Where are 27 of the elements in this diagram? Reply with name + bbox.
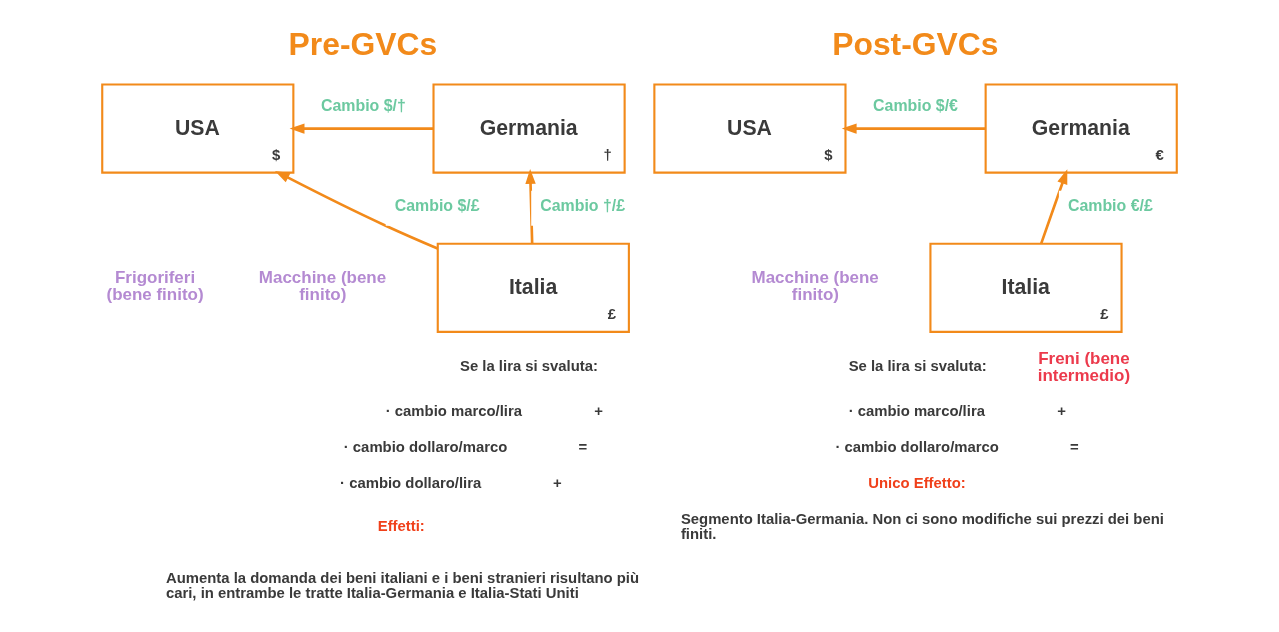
edge-label: Cambio †/£ (540, 197, 626, 215)
label: + (552, 475, 562, 492)
label: · cambio dollaro/marco (343, 439, 508, 456)
label: Segmento Italia-Germania. Non ci sono modifiche sui prezzi dei beni finiti. (680, 511, 1164, 543)
label: Frigoriferi (bene finito) (106, 268, 204, 305)
label: Aumenta la domanda dei beni italiani e i beni stranieri risultano più cari, in entrambe le tratte Italia-Germania e Italia-Stati Uniti (165, 569, 640, 601)
edge-label: Cambio $/€ (873, 97, 958, 115)
label: Unico Effetto: (868, 475, 966, 492)
label: = (1070, 439, 1079, 456)
label: Effetti: (377, 518, 425, 535)
label: + (1057, 403, 1066, 420)
label: Se la lira si svaluta: (848, 357, 987, 374)
label: · cambio dollaro/marco (835, 439, 999, 456)
label: + (594, 403, 604, 420)
label: Post-GVCs (832, 25, 999, 62)
label: Macchine (bene finito) (258, 268, 387, 305)
label: Pre-GVCs (288, 25, 438, 62)
label: · cambio dollaro/lira (340, 475, 482, 492)
edge-label: Cambio €/£ (1067, 197, 1153, 215)
edge-label: Cambio $/† (320, 97, 406, 115)
label: · cambio marco/lira (848, 403, 985, 420)
label: · cambio marco/lira (385, 403, 522, 420)
label: Freni (bene intermedio) (1037, 348, 1131, 385)
edge-label: Cambio $/£ (394, 197, 480, 215)
label: = (578, 439, 588, 456)
label: Macchine (bene finito) (751, 268, 879, 305)
label: Se la lira si svaluta: (460, 357, 598, 374)
